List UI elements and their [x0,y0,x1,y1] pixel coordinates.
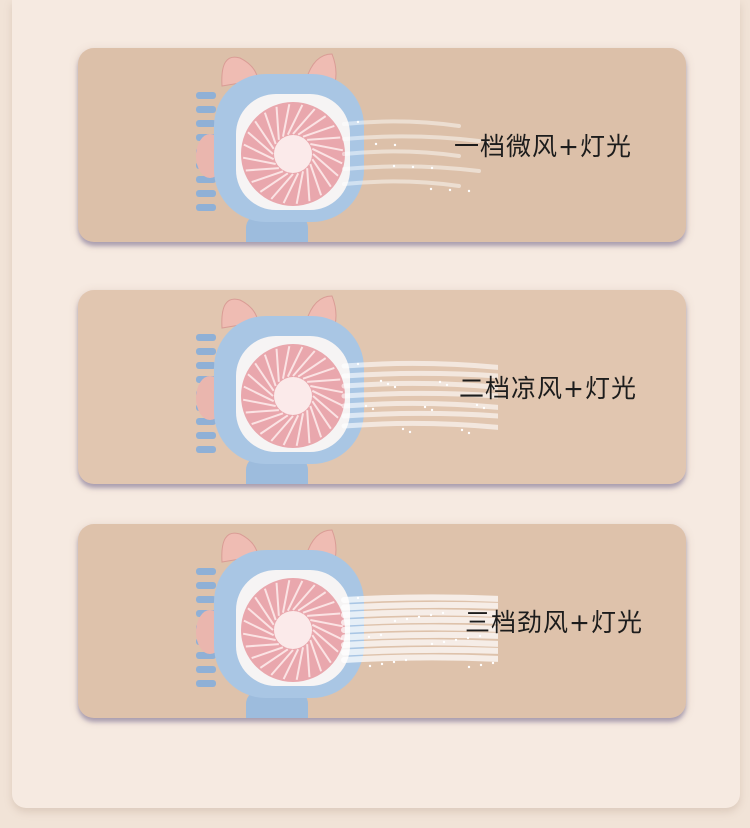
cat-ear-fan-icon [196,53,489,242]
mode-label-1: 一档微风+灯光 [454,132,632,161]
product-detail-panel: 一档微风+灯光 二档凉风+灯光 三档劲风+灯光 [12,0,740,808]
mode-card-1: 一档微风+灯光 [78,48,686,242]
mode-label-2: 二档凉风+灯光 [459,374,637,403]
cat-ear-fan-icon [196,529,498,718]
mode-label-3: 三档劲风+灯光 [465,608,643,637]
mode-card-2: 二档凉风+灯光 [78,290,686,484]
mode-card-3: 三档劲风+灯光 [78,524,686,718]
cat-ear-fan-icon [196,295,498,484]
